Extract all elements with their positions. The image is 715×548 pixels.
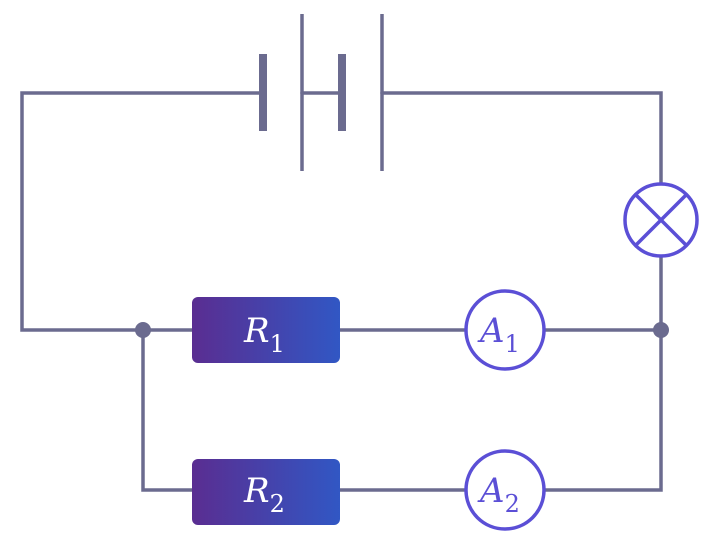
wires (20, 91, 663, 492)
ammeter-a2-label: A2 (477, 471, 520, 518)
junction-left (135, 322, 151, 338)
battery-symbol (259, 14, 384, 171)
ammeter-a2: A2 (464, 449, 546, 531)
resistor-r1: R1 (192, 297, 340, 363)
lamp-cross-icon (623, 182, 699, 258)
resistor-r1-label: R1 (243, 311, 285, 358)
resistor-r2-label: R2 (243, 471, 285, 518)
junction-right (653, 322, 669, 338)
resistor-r2: R2 (192, 459, 340, 525)
wire-top-right (380, 91, 663, 187)
ammeter-a1-label: A1 (477, 311, 520, 358)
wire-left-loop (20, 91, 264, 332)
wire-a2-return (542, 328, 663, 492)
ammeter-a1: A1 (464, 289, 546, 371)
wire-r2-left (141, 328, 194, 492)
